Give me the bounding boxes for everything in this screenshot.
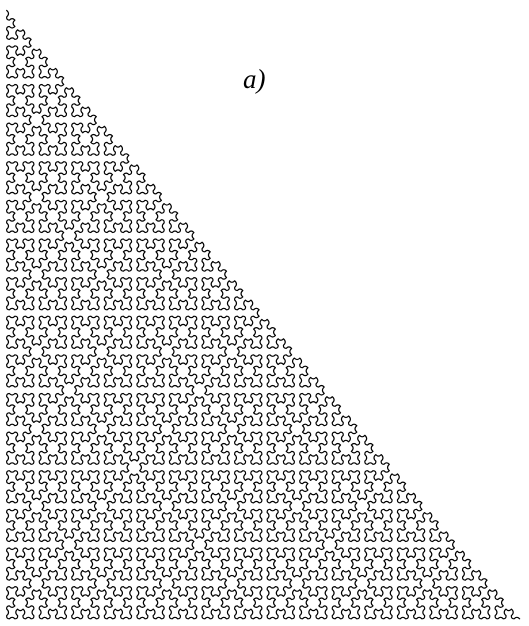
panel-label: a) [243,66,266,93]
